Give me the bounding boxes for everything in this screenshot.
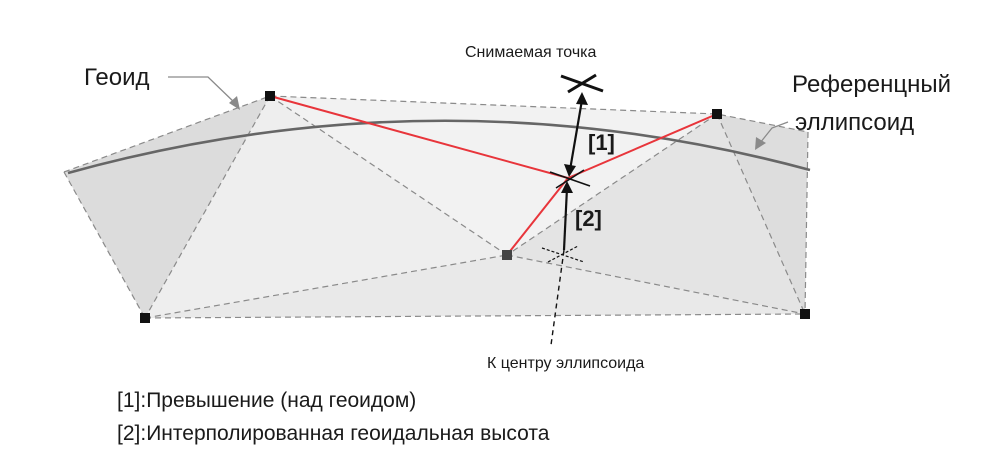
legend-text: Превышение (над геоидом) xyxy=(146,389,417,412)
legend-key: [2]: xyxy=(117,422,147,445)
legend-item: [2]:Интерполированная геоидальная высота xyxy=(117,417,549,450)
geoid-leader-arrowhead xyxy=(229,96,240,110)
reference-ellipsoid-curve xyxy=(67,119,811,175)
geoid-surface-left xyxy=(64,96,270,318)
geoid-surface-top xyxy=(270,96,717,255)
vertex-marker xyxy=(502,250,512,260)
marker-2-label: [2] xyxy=(575,206,602,231)
triangulation-dashed-lines xyxy=(63,95,809,319)
geoid-surface-center xyxy=(145,96,507,318)
legend-text: Интерполированная геоидальная высота xyxy=(146,422,550,445)
to-center-label: К центру эллипсоида xyxy=(487,355,644,372)
vertex-marker xyxy=(140,313,150,323)
geoid-label: Геоид xyxy=(84,64,150,91)
vertex-markers xyxy=(140,91,810,323)
geoid-point-cross-icon xyxy=(549,169,591,189)
vertex-marker xyxy=(712,109,722,119)
geoid-leader xyxy=(168,76,237,105)
height-arrow-1 xyxy=(564,92,588,177)
height-arrow-2 xyxy=(561,181,573,251)
geoid-surface-right-lower xyxy=(507,114,805,314)
surveyed-point-label: Снимаемая точка xyxy=(465,44,597,61)
ellipsoid-leader xyxy=(759,121,789,144)
ellipsoid-point-cross-icon xyxy=(541,245,585,263)
geoid-surface-bottom xyxy=(145,255,805,318)
legend: [1]:Превышение (над геоидом) [2]:Интерпо… xyxy=(117,384,549,450)
reference-ellipsoid-label-line2: эллипсоид xyxy=(795,109,914,136)
reference-ellipsoid-label-line1: Референцный xyxy=(792,71,951,98)
vertex-marker xyxy=(265,91,275,101)
center-direction-line xyxy=(550,249,565,346)
legend-item: [1]:Превышение (над геоидом) xyxy=(117,384,549,417)
legend-key: [1]: xyxy=(117,389,147,412)
marker-1-label: [1] xyxy=(588,130,615,155)
red-interpolation-lines xyxy=(269,95,718,256)
vertex-marker xyxy=(800,309,810,319)
ellipsoid-leader-arrowhead xyxy=(755,137,766,150)
surveyed-point-cross-icon xyxy=(560,73,604,94)
